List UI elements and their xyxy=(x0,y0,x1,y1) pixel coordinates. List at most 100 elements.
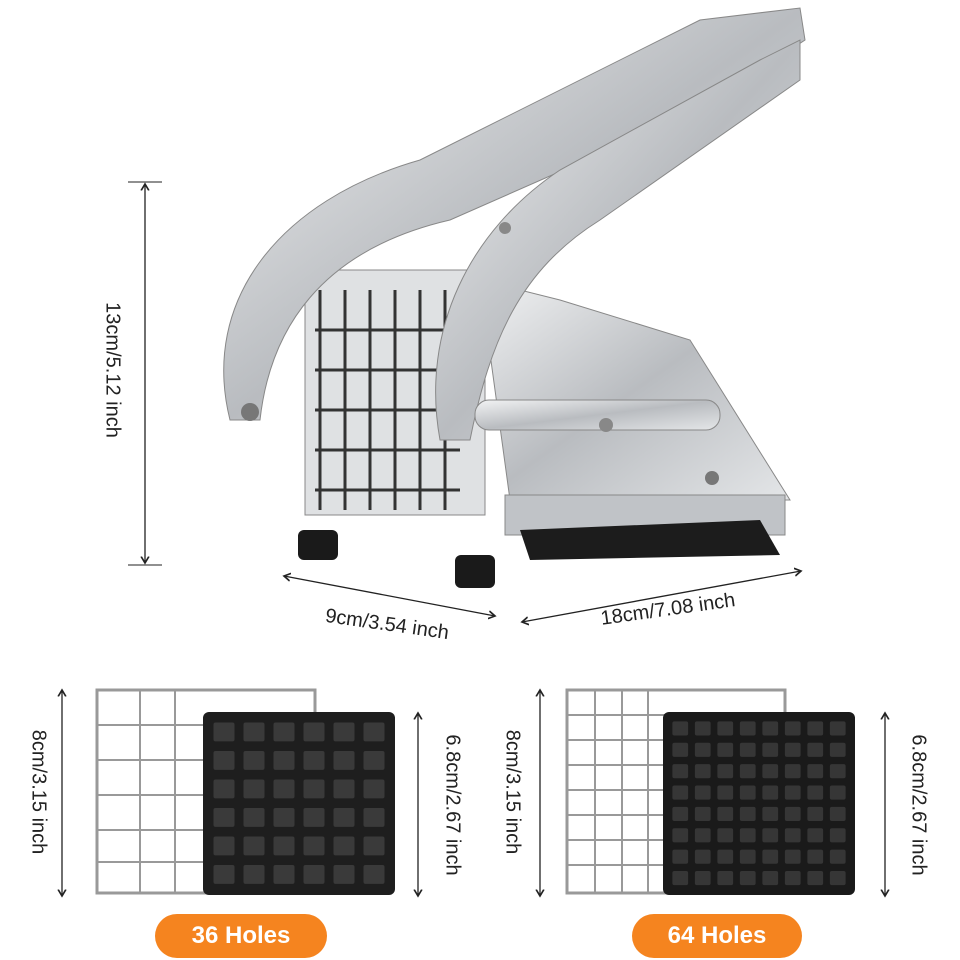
blade-cube xyxy=(694,849,711,864)
blade-cube xyxy=(243,865,265,884)
blade-cube xyxy=(762,806,779,822)
blade-cube xyxy=(363,836,385,856)
blade-cube xyxy=(807,785,824,800)
blade-cube xyxy=(672,871,689,886)
blade-cube xyxy=(807,849,824,864)
blade-cube xyxy=(694,871,711,886)
blade-cube xyxy=(829,764,846,779)
blade-cube xyxy=(303,808,325,827)
blade-cube xyxy=(303,865,325,884)
blade-cube xyxy=(784,828,801,843)
blade-1-block-size: 6.8cm/2.67 inch xyxy=(441,734,464,876)
blade-cube xyxy=(739,721,756,736)
blade-cube xyxy=(333,722,355,742)
blade-cube xyxy=(303,779,325,799)
blade-cube xyxy=(739,764,756,779)
badge-36-holes: 36 Holes xyxy=(155,914,327,958)
blade-cube xyxy=(829,785,846,800)
blade-cube xyxy=(717,849,734,864)
blade-cube xyxy=(694,828,711,843)
blade-cube xyxy=(333,836,355,856)
blade-cube xyxy=(762,849,779,864)
blade-cube xyxy=(762,828,779,843)
badge-64-holes: 64 Holes xyxy=(632,914,802,958)
blade-cube xyxy=(762,721,779,736)
blade-cube xyxy=(243,779,265,799)
blade-64-holes-illustration xyxy=(540,690,885,896)
blade-cube xyxy=(672,849,689,864)
blade-cube xyxy=(762,764,779,779)
blade-cube xyxy=(333,779,355,799)
blade-cube xyxy=(672,721,689,736)
blade-cube xyxy=(739,871,756,886)
blade-cube xyxy=(672,806,689,822)
blade-cube xyxy=(694,764,711,779)
blade-cube xyxy=(739,742,756,757)
blade-cube xyxy=(717,806,734,822)
height-label: 13cm/5.12 inch xyxy=(101,302,124,438)
blade-cube xyxy=(273,722,295,742)
blade-cube xyxy=(363,865,385,884)
blade-cube xyxy=(739,785,756,800)
blade-cube xyxy=(694,806,711,822)
blade-cube xyxy=(213,751,235,770)
blade-cube xyxy=(807,764,824,779)
blade-cube xyxy=(762,785,779,800)
blade-cube xyxy=(333,751,355,770)
blade-cube xyxy=(672,742,689,757)
blade-cube xyxy=(717,871,734,886)
blade-cube xyxy=(829,871,846,886)
blade-cube xyxy=(273,808,295,827)
blade-cube xyxy=(807,742,824,757)
blade-cube xyxy=(717,764,734,779)
width-dimension-line xyxy=(284,576,495,616)
blade-cube xyxy=(672,764,689,779)
blade-cube xyxy=(717,742,734,757)
blade-cube xyxy=(243,808,265,827)
blade-cube xyxy=(363,808,385,827)
blade-cube xyxy=(694,721,711,736)
blade-cube xyxy=(672,785,689,800)
blade-cube xyxy=(739,849,756,864)
blade-cube xyxy=(273,836,295,856)
blade-cube xyxy=(303,836,325,856)
blade-cube xyxy=(784,742,801,757)
blade-cube xyxy=(739,806,756,822)
blade-cube xyxy=(672,828,689,843)
blade-cube xyxy=(784,764,801,779)
blade-cube xyxy=(363,722,385,742)
blade-cube xyxy=(273,751,295,770)
blade-cube xyxy=(243,836,265,856)
blade-cube xyxy=(717,721,734,736)
blade-cube xyxy=(807,871,824,886)
blade-cube xyxy=(303,751,325,770)
blade-cube xyxy=(213,865,235,884)
blade-cube xyxy=(213,808,235,827)
blade-cube xyxy=(694,785,711,800)
blade-36-holes-illustration xyxy=(62,690,418,896)
blade-cube xyxy=(243,722,265,742)
blade-cube xyxy=(762,871,779,886)
blade-cube xyxy=(784,721,801,736)
blade-cube xyxy=(717,828,734,843)
blade-cube xyxy=(829,849,846,864)
blade-cube xyxy=(273,865,295,884)
blade-cube xyxy=(807,806,824,822)
blade-1-frame-size: 8cm/3.15 inch xyxy=(27,729,50,855)
blade-cube xyxy=(213,779,235,799)
blade-cube xyxy=(333,865,355,884)
blade-2-frame-size: 8cm/3.15 inch xyxy=(501,729,524,855)
blade-cube xyxy=(829,742,846,757)
blade-cube xyxy=(739,828,756,843)
blade-cube xyxy=(333,808,355,827)
blade-cube xyxy=(762,742,779,757)
blade-cube xyxy=(213,722,235,742)
blade-cube xyxy=(363,779,385,799)
blade-cube xyxy=(784,849,801,864)
blade-cube xyxy=(807,721,824,736)
blade-cube xyxy=(363,751,385,770)
blade-cube xyxy=(784,785,801,800)
blade-cube xyxy=(213,836,235,856)
blade-cube xyxy=(243,751,265,770)
blade-cube xyxy=(807,828,824,843)
